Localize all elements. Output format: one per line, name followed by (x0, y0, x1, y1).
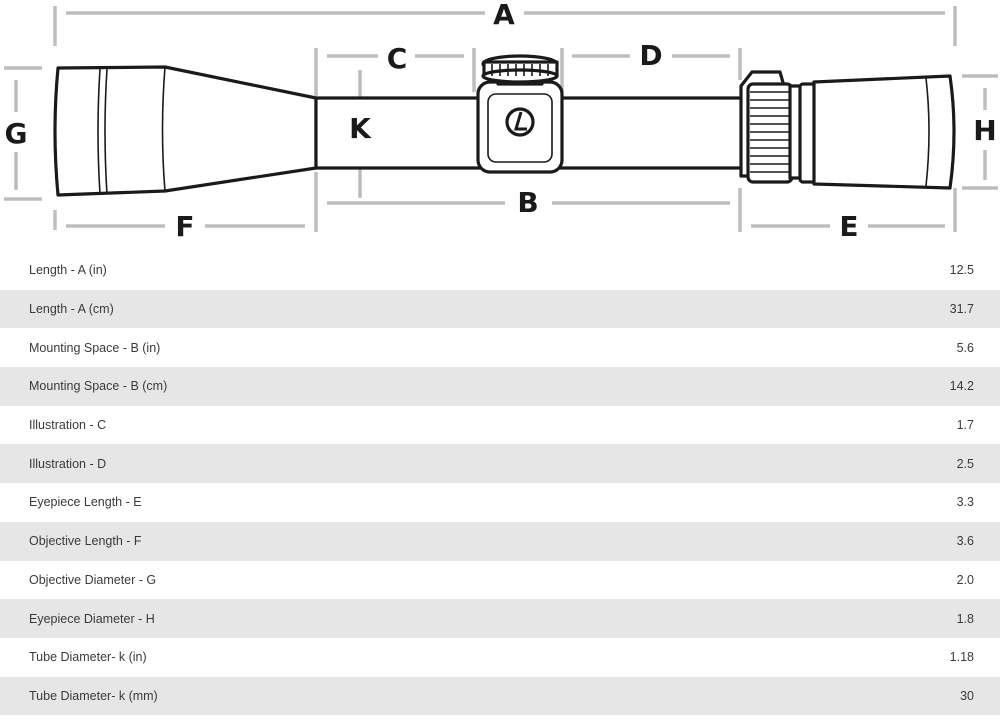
dimension-label-g: G (5, 117, 28, 150)
spec-row: Objective Diameter - G 2.0 (0, 561, 1000, 600)
dimension-lines (4, 6, 998, 232)
spec-value: 2.5 (956, 456, 974, 471)
spec-label: Length - A (in) (29, 263, 107, 278)
spec-value: 5.6 (956, 340, 974, 355)
spec-label: Length - A (cm) (29, 302, 114, 317)
spec-row: Eyepiece Length - E 3.3 (0, 483, 1000, 522)
spec-label: Mounting Space - B (cm) (29, 379, 168, 394)
spec-table: Length - A (in)12.5 Length - A (cm)31.7 … (0, 251, 1000, 716)
leupold-logo-icon (505, 107, 535, 137)
spec-label: Mounting Space - B (in) (29, 340, 161, 355)
spec-value: 2.0 (956, 572, 974, 587)
spec-value: 12.5 (949, 263, 974, 278)
spec-value: 1.18 (949, 650, 974, 665)
dimension-label-a: A (493, 0, 515, 31)
spec-value: 14.2 (949, 379, 974, 394)
spec-label: Objective Diameter - G (29, 572, 157, 587)
riflescope-drawing (53, 54, 956, 197)
spec-row: Mounting Space - B (in) 5.6 (0, 328, 1000, 367)
spec-label: Tube Diameter- k (mm) (29, 688, 158, 703)
spec-row: Eyepiece Diameter - H 1.8 (0, 599, 1000, 638)
spec-label: Tube Diameter- k (in) (29, 650, 147, 665)
spec-row: Length - A (cm) 31.7 (0, 289, 1000, 329)
dimension-label-b: B (517, 186, 538, 219)
spec-row: Mounting Space - B (cm) 14.2 (0, 367, 1000, 406)
dimension-label-h: H (973, 114, 996, 147)
scope-dimension-diagram: A C D G H K B F E (4, 0, 998, 243)
dimension-label-e: E (839, 210, 858, 243)
spec-label: Eyepiece Length - E (29, 495, 142, 510)
spec-label: Illustration - D (29, 456, 107, 471)
spec-row: Length - A (in) 12.5 (0, 251, 1000, 290)
spec-value: 31.7 (949, 302, 974, 317)
spec-row: Tube Diameter- k (in) 1.18 (0, 638, 1000, 677)
dimension-label-d: D (639, 39, 662, 72)
spec-value: 30 (960, 688, 974, 703)
spec-row: Tube Diameter- k (mm) 30 (0, 676, 1000, 716)
spec-value: 3.6 (956, 534, 974, 549)
spec-value: 1.8 (956, 611, 974, 626)
spec-label: Eyepiece Diameter - H (29, 611, 155, 626)
dimension-label-f: F (175, 210, 194, 243)
spec-row: Illustration - C 1.7 (0, 406, 1000, 445)
spec-label: Illustration - C (29, 418, 107, 433)
spec-row: Objective Length - F 3.6 (0, 521, 1000, 561)
dimension-label-c: C (387, 42, 408, 75)
spec-row: Illustration - D 2.5 (0, 444, 1000, 484)
spec-value: 1.7 (956, 418, 974, 433)
spec-label: Objective Length - F (29, 534, 142, 549)
spec-value: 3.3 (956, 495, 974, 510)
dimension-label-k: K (349, 112, 372, 145)
